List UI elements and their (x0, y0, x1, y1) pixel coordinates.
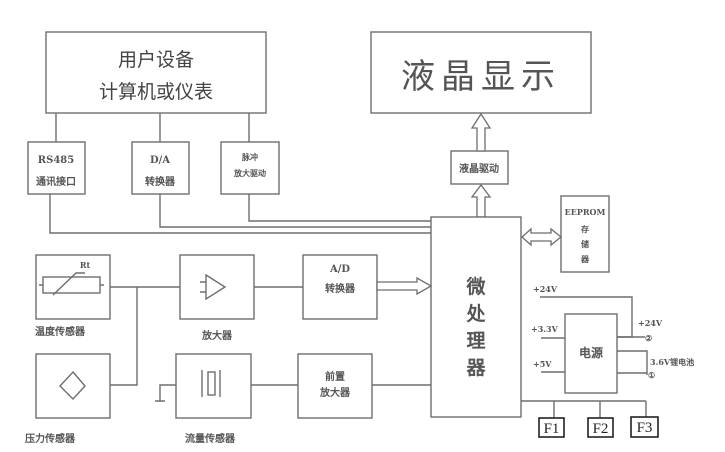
pulse-amp-box (220, 141, 280, 195)
rs485-to-cpu-line (49, 194, 431, 234)
ad-to-cpu-arrow (376, 276, 433, 296)
ground-icon (155, 384, 176, 402)
eeprom-label-2: 存 (580, 224, 589, 234)
output-f3-box (630, 416, 659, 438)
lcd-display-box (370, 31, 592, 114)
preamp-label-1: 前置 (325, 370, 345, 383)
output-f2-label: F2 (593, 421, 609, 437)
thermistor-symbol-label: Rt (80, 260, 91, 270)
power-supply-label: 电源 (579, 345, 603, 360)
output-f1-box (538, 417, 565, 438)
microprocessor-box (430, 216, 522, 418)
output-f2-box (587, 417, 614, 438)
user-device-label-2: 计算机或仪表 (99, 81, 213, 103)
da-converter-label-1: D/A (150, 155, 170, 166)
microprocessor-label-1: 微 (465, 275, 486, 298)
pulse-to-cpu-line (248, 194, 431, 222)
cpu-to-driver-arrow (470, 183, 492, 218)
ad-converter-label-1: A/D (329, 264, 350, 275)
battery-lines (617, 350, 648, 375)
power-24v-in-label: +24V (533, 284, 558, 294)
preamp-label-2: 放大器 (319, 386, 351, 399)
lcd-driver-box (450, 150, 509, 185)
amplifier-label: 放大器 (201, 329, 233, 342)
pulse-amp-label-1: 脉冲 (241, 152, 258, 162)
driver-to-lcd-arrow (470, 112, 492, 152)
temp-sensor-box (35, 254, 111, 320)
temp-sensor-label: 温度传感器 (35, 325, 86, 338)
microprocessor-label-3: 理 (466, 330, 485, 352)
output-f3-label: F3 (637, 420, 653, 436)
thermistor-icon (39, 272, 104, 296)
pulse-amp-label-2: 放大驱动 (233, 168, 266, 178)
battery-label: 3.6V锂电池 (650, 357, 694, 367)
microprocessor-label-2: 处 (465, 302, 486, 325)
da-to-cpu-line (159, 194, 431, 228)
eeprom-box (560, 195, 610, 273)
microprocessor-label-4: 器 (465, 357, 486, 379)
flow-sensor-icon (201, 370, 221, 397)
power-24v-out-label: +24V (638, 318, 663, 328)
output-f1-label: F1 (544, 421, 560, 437)
power-3v3-label: +3.3V (531, 324, 559, 334)
op-amp-icon (200, 273, 227, 301)
flow-sensor-box (175, 353, 252, 419)
pressure-sensor-box (35, 353, 111, 419)
da-converter-box (131, 141, 190, 195)
ad-converter-box (302, 254, 378, 320)
power-supply-box (564, 313, 618, 394)
rs485-label-2: 通讯接口 (36, 175, 76, 188)
preamp-box (297, 353, 373, 419)
eeprom-label-3: 储 (580, 239, 589, 249)
user-interface-links (55, 113, 250, 142)
bridge-icon (59, 370, 86, 401)
lcd-display-label: 液晶显示 (401, 57, 561, 97)
terminal-2-label: ② (645, 333, 652, 343)
cpu-eeprom-bidirectional-arrow (521, 227, 563, 247)
ad-converter-label-2: 转换器 (325, 282, 356, 295)
power-5v-label: +5V (533, 359, 552, 369)
pressure-sensor-label: 压力传感器 (25, 432, 76, 445)
eeprom-label-1: EEPROM (565, 207, 606, 217)
rs485-label-1: RS485 (38, 155, 74, 166)
da-converter-label-2: 转换器 (145, 175, 176, 188)
user-device-label-1: 用户设备 (118, 49, 194, 71)
lcd-driver-label: 液晶驱动 (459, 162, 499, 175)
flow-sensor-label: 流量传感器 (185, 432, 236, 445)
sensor-junction-lines (110, 286, 180, 386)
terminal-1-label: ① (648, 370, 655, 380)
output-bus-lines (521, 400, 647, 418)
amplifier-box (179, 254, 255, 320)
user-device-box (45, 31, 267, 114)
eeprom-label-4: 器 (580, 254, 590, 264)
